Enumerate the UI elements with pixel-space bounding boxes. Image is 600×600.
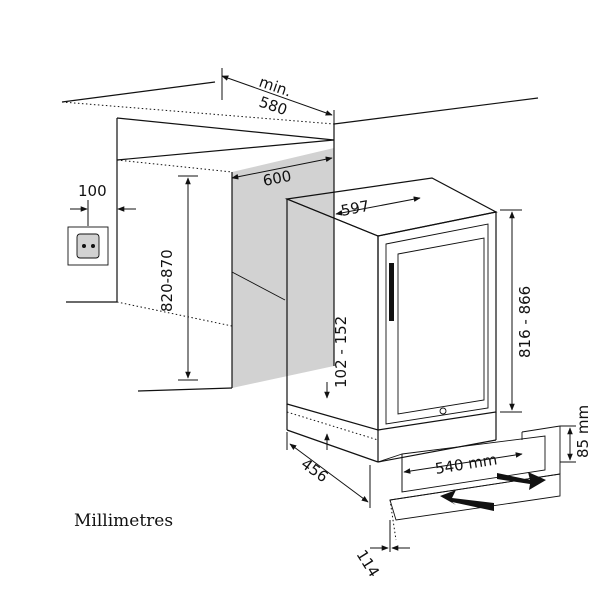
dimension-labels: min. 580 600 100 820-870 597 816 - 866 1… <box>78 73 592 581</box>
appliance-width-label: 597 <box>339 197 371 220</box>
socket-icon <box>76 233 100 259</box>
door-handle <box>389 263 394 321</box>
niche-width-label: 600 <box>261 167 293 190</box>
airflow-in-arrow-icon <box>440 490 494 511</box>
airflow-out-arrow-icon <box>497 472 546 490</box>
lock-icon <box>439 407 447 415</box>
dimension-lines <box>70 68 576 552</box>
plinth-height-label: 102 - 152 <box>332 316 350 388</box>
door-glass <box>397 237 485 415</box>
ventilation-grille <box>377 425 561 541</box>
appliance-depth-label: 456 <box>298 455 332 486</box>
door-frame <box>385 223 489 425</box>
niche-height-label: 820-870 <box>158 249 176 312</box>
airflow-arrows <box>440 472 546 511</box>
niche-outline <box>66 124 335 392</box>
appliance-door <box>377 211 497 431</box>
plinth-front <box>389 473 561 521</box>
socket-offset-label: 100 <box>78 182 107 200</box>
plinth-depth-label: 114 <box>353 547 383 581</box>
vent-width-label: 540 mm <box>434 450 499 478</box>
wall-socket <box>67 226 109 266</box>
appliance <box>284 177 498 463</box>
units-caption: Millimetres <box>74 511 174 531</box>
appliance-height-label: 816 - 866 <box>516 286 534 358</box>
socket-plate <box>67 226 109 266</box>
vent-height-label: 85 mm <box>574 405 592 458</box>
worktop <box>61 81 539 302</box>
